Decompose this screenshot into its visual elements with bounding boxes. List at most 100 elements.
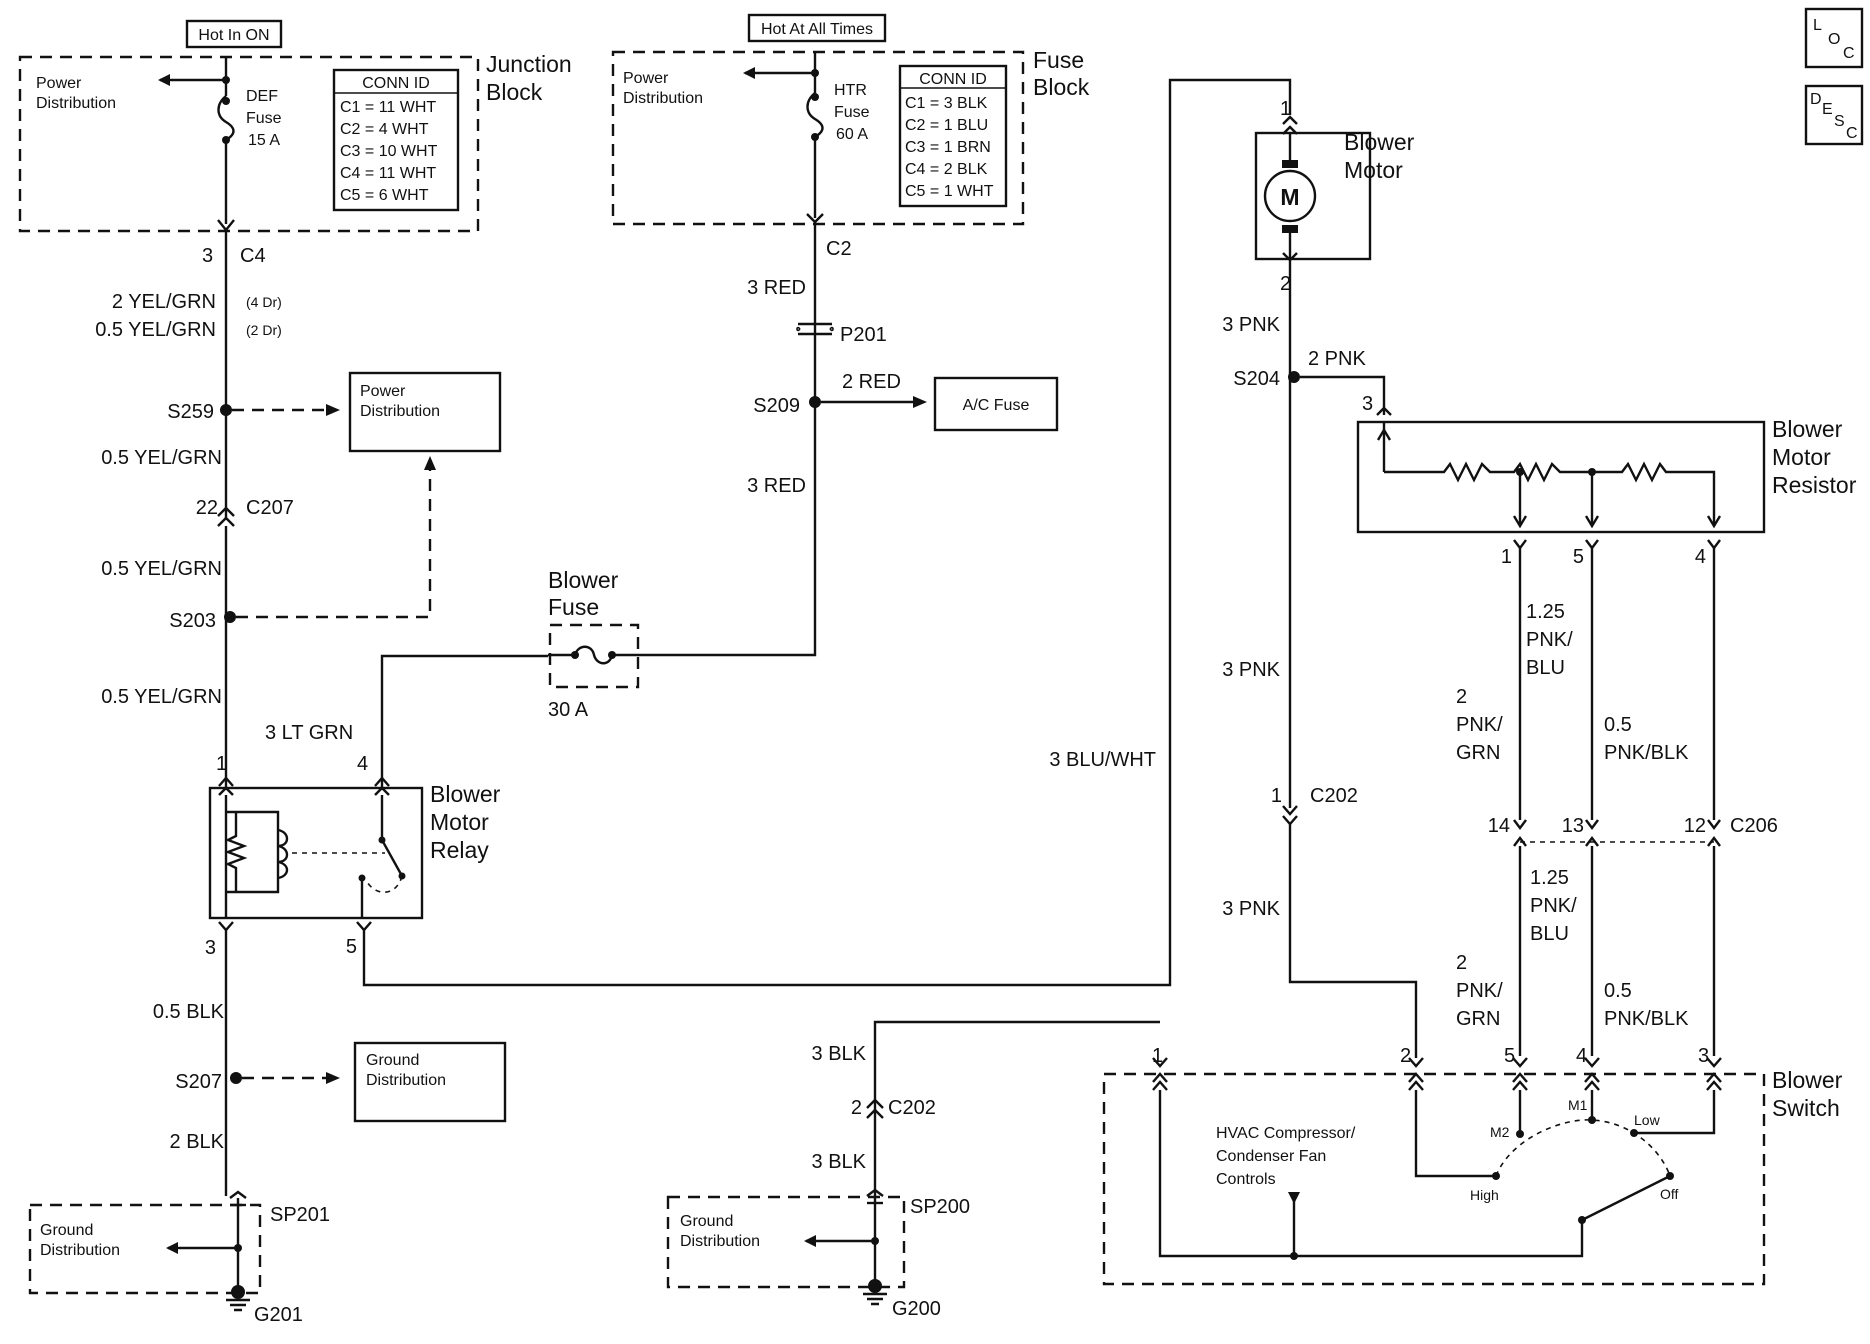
diagram-label: E xyxy=(1822,101,1833,118)
p201-connector-icon xyxy=(798,322,832,336)
blower-motor: M Blower Motor xyxy=(1254,115,1415,262)
diagram-label: Blower xyxy=(430,781,501,807)
diagram-label: 60 A xyxy=(836,126,868,143)
diagram-label: 30 A xyxy=(548,699,589,721)
diagram-label: Fuse xyxy=(1033,47,1084,73)
diagram-label: Relay xyxy=(430,837,489,863)
diagram-label: 2 RED xyxy=(842,371,901,393)
diagram-label: Condenser Fan xyxy=(1216,1148,1326,1165)
diagram-label: C3 = 1 BRN xyxy=(905,139,991,156)
diagram-label: PNK/ xyxy=(1526,629,1573,651)
diagram-label: (2 Dr) xyxy=(246,322,282,338)
diagram-label: Hot At All Times xyxy=(761,21,873,38)
diagram-label: PNK/ xyxy=(1530,895,1577,917)
diagram-label: 2 YEL/GRN xyxy=(112,291,216,313)
diagram-label: 0.5 YEL/GRN xyxy=(101,558,222,580)
diagram-label: BLU xyxy=(1530,923,1569,945)
diagram-label: 2 xyxy=(1280,273,1291,295)
diagram-label: 4 xyxy=(1576,1045,1587,1067)
resistor-network-icon xyxy=(1384,461,1716,524)
desc-icon[interactable]: D E S C xyxy=(1804,84,1864,146)
diagram-label: G200 xyxy=(892,1298,941,1320)
diagram-label: S203 xyxy=(169,610,216,632)
diagram-label: 1 xyxy=(1501,546,1512,568)
power-distribution-box: Power Distribution xyxy=(348,371,502,453)
diagram-label: Motor xyxy=(1772,444,1831,470)
diagram-label: Distribution xyxy=(40,1242,120,1259)
diagram-label: M1 xyxy=(1568,1097,1588,1113)
diagram-label: 3 RED xyxy=(747,475,806,497)
diagram-label: Fuse xyxy=(834,104,870,121)
diagram-label: 3 LT GRN xyxy=(265,722,353,744)
diagram-label: 3 xyxy=(1362,393,1373,415)
htr-fuse-icon xyxy=(806,92,824,139)
diagram-label: Fuse xyxy=(548,594,599,620)
diagram-label: 5 xyxy=(1573,546,1584,568)
diagram-label: C4 = 2 BLK xyxy=(905,161,988,178)
diagram-label: Blower xyxy=(548,567,619,593)
diagram-label: L xyxy=(1813,17,1822,34)
diagram-label: Off xyxy=(1660,1186,1679,1202)
diagram-label: Ground xyxy=(680,1213,733,1230)
diagram-label: DEF xyxy=(246,88,278,105)
diagram-label: Motor xyxy=(1344,157,1403,183)
diagram-label: 3 xyxy=(205,937,216,959)
diagram-label: C202 xyxy=(888,1097,936,1119)
diagram-label: 12 xyxy=(1684,815,1706,837)
diagram-label: S259 xyxy=(167,401,214,423)
diagram-label: 3 BLK xyxy=(812,1043,867,1065)
diagram-label: 3 BLK xyxy=(812,1151,867,1173)
diagram-label: 1 xyxy=(1280,98,1291,120)
diagram-label: 2 PNK xyxy=(1308,348,1366,370)
diagram-label: C1 = 3 BLK xyxy=(905,95,988,112)
ground-distribution-box-left: Ground Distribution xyxy=(28,1203,262,1295)
diagram-label: Power xyxy=(36,75,82,92)
diagram-label: 3 RED xyxy=(747,277,806,299)
fuse-block: Fuse Block Power Distribution HTR Fuse 6… xyxy=(611,47,1090,226)
diagram-label: C202 xyxy=(1310,785,1358,807)
diagram-label: C2 = 1 BLU xyxy=(905,117,988,134)
diagram-label: 0.5 xyxy=(1604,714,1632,736)
loc-icon[interactable]: L O C xyxy=(1804,7,1864,69)
diagram-label: Block xyxy=(486,79,543,105)
def-fuse-icon xyxy=(217,95,235,142)
diagram-label: C206 xyxy=(1730,815,1778,837)
diagram-label: Ground xyxy=(40,1222,93,1239)
blower-fuse: Blower Fuse 30 A xyxy=(548,567,640,721)
switch-lever-icon xyxy=(1581,1174,1671,1222)
relay-coil-icon xyxy=(277,828,289,880)
diagram-label: 3 xyxy=(202,245,213,267)
diagram-label: PNK/ xyxy=(1456,980,1503,1002)
diagram-label: Blower xyxy=(1344,129,1415,155)
diagram-label: G201 xyxy=(254,1304,303,1326)
diagram-label: 2 xyxy=(1400,1045,1411,1067)
diagram-label: Blower xyxy=(1772,1067,1843,1093)
diagram-label: 4 xyxy=(357,753,368,775)
junction-block: Junction Block Power Distribution DEF Fu… xyxy=(18,51,572,233)
motor-icon xyxy=(1263,169,1317,223)
diagram-label: 2 BLK xyxy=(170,1131,225,1153)
diagram-label: BLU xyxy=(1526,657,1565,679)
right-circuit: 1 M Blower Motor 2 3 PNK S204 2 PNK 3 Bl… xyxy=(1102,98,1857,1286)
blower-switch: Blower Switch HVAC Compress xyxy=(1102,1067,1843,1286)
diagram-label: (4 Dr) xyxy=(246,294,282,310)
diagram-label: P201 xyxy=(840,324,887,346)
diagram-label: Distribution xyxy=(623,90,703,107)
diagram-label: Hot In ON xyxy=(198,27,269,44)
diagram-label: C4 xyxy=(240,245,266,267)
diagram-label: C5 = 1 WHT xyxy=(905,183,994,200)
diagram-label: 4 xyxy=(1695,546,1706,568)
diagram-label: 0.5 xyxy=(1604,980,1632,1002)
diagram-label: D xyxy=(1810,91,1822,108)
diagram-label: 3 PNK xyxy=(1222,659,1280,681)
diagram-label: Distribution xyxy=(360,403,440,420)
diagram-label: 2 xyxy=(851,1097,862,1119)
ground-distribution-box: Ground Distribution xyxy=(353,1041,507,1123)
diagram-label: C4 = 11 WHT xyxy=(340,165,436,182)
hot-in-on-badge: Hot In ON xyxy=(185,19,283,49)
diagram-label: 15 A xyxy=(248,132,280,149)
diagram-label: 13 xyxy=(1562,815,1584,837)
diagram-label: M xyxy=(1280,184,1299,210)
fuse-conn-table: CONN ID C1 = 3 BLK C2 = 1 BLU C3 = 1 BRN… xyxy=(898,64,1008,208)
